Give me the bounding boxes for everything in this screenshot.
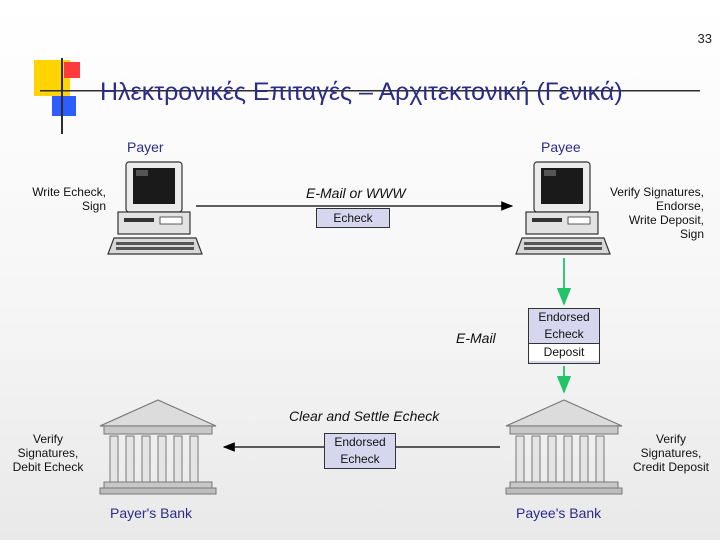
payee-bank-action-text: Verify Signatures, Credit Deposit	[632, 432, 710, 474]
page-title: Ηλεκτρονικές Επιταγές – Αρχιτεκτονική (Γ…	[100, 78, 623, 106]
page-number: 33	[697, 31, 712, 46]
channel-label: E-Mail or WWW	[306, 185, 406, 201]
echeck-box: Echeck	[316, 208, 390, 228]
payer-bank-label: Payer's Bank	[110, 505, 193, 521]
payer-bank-icon	[99, 399, 217, 495]
endorsed-echeck-box: Endorsed Echeck	[324, 433, 396, 469]
payee-bank-icon	[505, 399, 623, 495]
payer-action-text: Write Echeck, Sign	[32, 185, 106, 213]
payer-label: Payer	[127, 139, 164, 155]
payee-label: Payee	[541, 139, 581, 155]
payee-bank-label: Payee's Bank	[516, 505, 602, 521]
payee-action-text: Verify Signatures, Endorse, Write Deposi…	[609, 185, 704, 241]
endorsed-deposit-box: Endorsed Echeck Deposit	[528, 308, 600, 364]
title-decoration	[34, 58, 700, 134]
clearing-label: Clear and Settle Echeck	[289, 408, 440, 424]
payer-bank-action-text: Verify Signatures, Debit Echeck	[12, 432, 84, 474]
payer-computer-icon	[107, 161, 203, 255]
email-label: E-Mail	[456, 330, 496, 346]
